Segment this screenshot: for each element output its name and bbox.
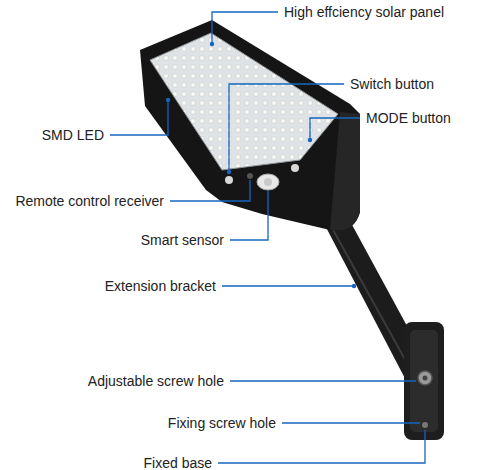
leader-line [229, 84, 344, 172]
switch-button [225, 176, 233, 184]
leader-line [110, 100, 168, 135]
sensor-lens [264, 178, 272, 186]
leader-dot [210, 42, 214, 46]
leader-dots [166, 42, 356, 288]
part-label: Fixed base [144, 454, 212, 470]
part-label: Adjustable screw hole [88, 372, 224, 390]
bracket-ridge [332, 228, 412, 372]
leader-dot [308, 138, 312, 142]
leader-line [230, 380, 416, 381]
housing-side [330, 112, 360, 231]
led-panel [150, 33, 338, 170]
remote-receiver [247, 173, 253, 179]
leader-line [222, 285, 354, 286]
leader-line [282, 422, 420, 423]
mode-button [291, 164, 299, 172]
leader-dot [227, 170, 231, 174]
part-label: Extension bracket [105, 277, 216, 295]
leader-line [230, 191, 268, 240]
part-label: Remote control receiver [15, 192, 164, 210]
fixing-screw-hole [422, 422, 428, 428]
part-label: High effciency solar panel [284, 3, 444, 21]
adjustable-screw [418, 371, 432, 385]
part-label: SMD LED [42, 126, 104, 144]
leader-line [218, 430, 425, 463]
screw-center [423, 376, 428, 381]
leader-line [212, 12, 278, 44]
smart-sensor [257, 174, 279, 190]
part-label: Switch button [350, 75, 434, 93]
lamp-housing [140, 20, 360, 231]
part-label: Fixing screw hole [168, 414, 276, 432]
part-label: Smart sensor [141, 231, 224, 249]
leader-line [310, 118, 360, 140]
leader-line [170, 180, 250, 201]
part-label: MODE button [366, 109, 451, 127]
leader-dot [166, 98, 170, 102]
leader-dot [352, 284, 356, 288]
